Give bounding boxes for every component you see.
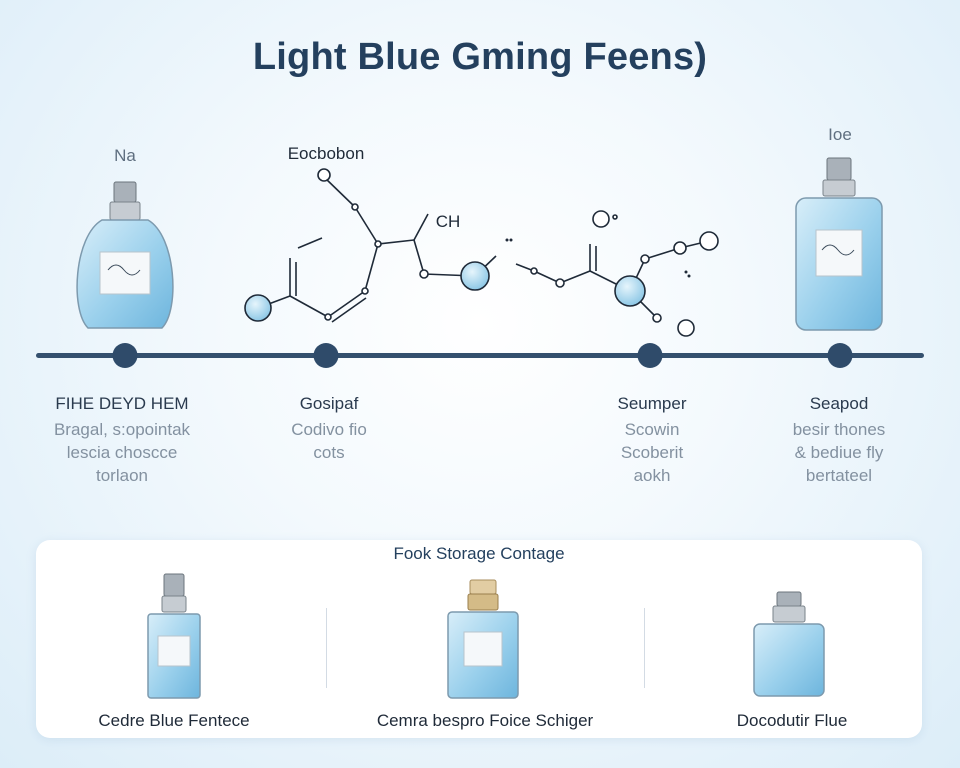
stage-text: Codivo fio (291, 420, 367, 439)
stage-text: aokh (633, 466, 671, 485)
product-bottle (753, 591, 825, 697)
timeline-line (36, 353, 924, 358)
timeline-dot (827, 343, 853, 368)
page-title: Light Blue Gming Feens) (252, 36, 708, 78)
stage-text: besir thones (792, 420, 886, 439)
stage-title: Seapod (809, 394, 869, 413)
product-label: Docodutir Flue (736, 711, 848, 730)
product-bottle (147, 573, 201, 699)
stage-1: FIHE DEYD HEM Bragal, s:opointak lescia … (22, 394, 222, 487)
stage-text: Scowin (624, 420, 680, 439)
left-bottle-label: Na (114, 146, 136, 165)
stage-text: Scoberit (620, 443, 684, 462)
divider (644, 608, 645, 688)
stage-text: torlaon (96, 466, 148, 485)
right-bottle-label: Ioe (828, 125, 852, 144)
stage-text: bertateel (805, 466, 873, 485)
ch-label: CH (435, 212, 461, 231)
stage-title: Seumper (617, 394, 687, 413)
stage-4: Seapod besir thones & bediue fly bertate… (739, 394, 939, 487)
product-label: Cemra bespro Foice Schiger (376, 711, 594, 730)
divider (326, 608, 327, 688)
timeline-dot (313, 343, 339, 368)
stage-3: Seumper Scowin Scoberit aokh (552, 394, 752, 487)
molecule-diagram (244, 168, 719, 337)
perfume-bottle-right (795, 157, 883, 331)
stage-text: & bediue fly (794, 443, 884, 462)
product-label: Cedre Blue Fentece (98, 711, 250, 730)
storage-panel: Fook Storage Contage (36, 540, 922, 738)
timeline-dot (112, 343, 138, 368)
stage-2: Gosipaf Codivo fio cots (229, 394, 429, 464)
molecule-label: Eocbobon (287, 144, 365, 163)
storage-title: Fook Storage Contage (393, 544, 565, 563)
stage-text: Bragal, s:opointak (53, 420, 191, 439)
stage-title: Gosipaf (299, 394, 359, 413)
perfume-bottle-left (76, 181, 174, 329)
product-bottle (447, 579, 519, 699)
stage-title: FIHE DEYD HEM (55, 394, 189, 413)
stage-text: lescia choscce (66, 443, 178, 462)
stage-text: cots (313, 443, 345, 462)
timeline-dot (637, 343, 663, 368)
